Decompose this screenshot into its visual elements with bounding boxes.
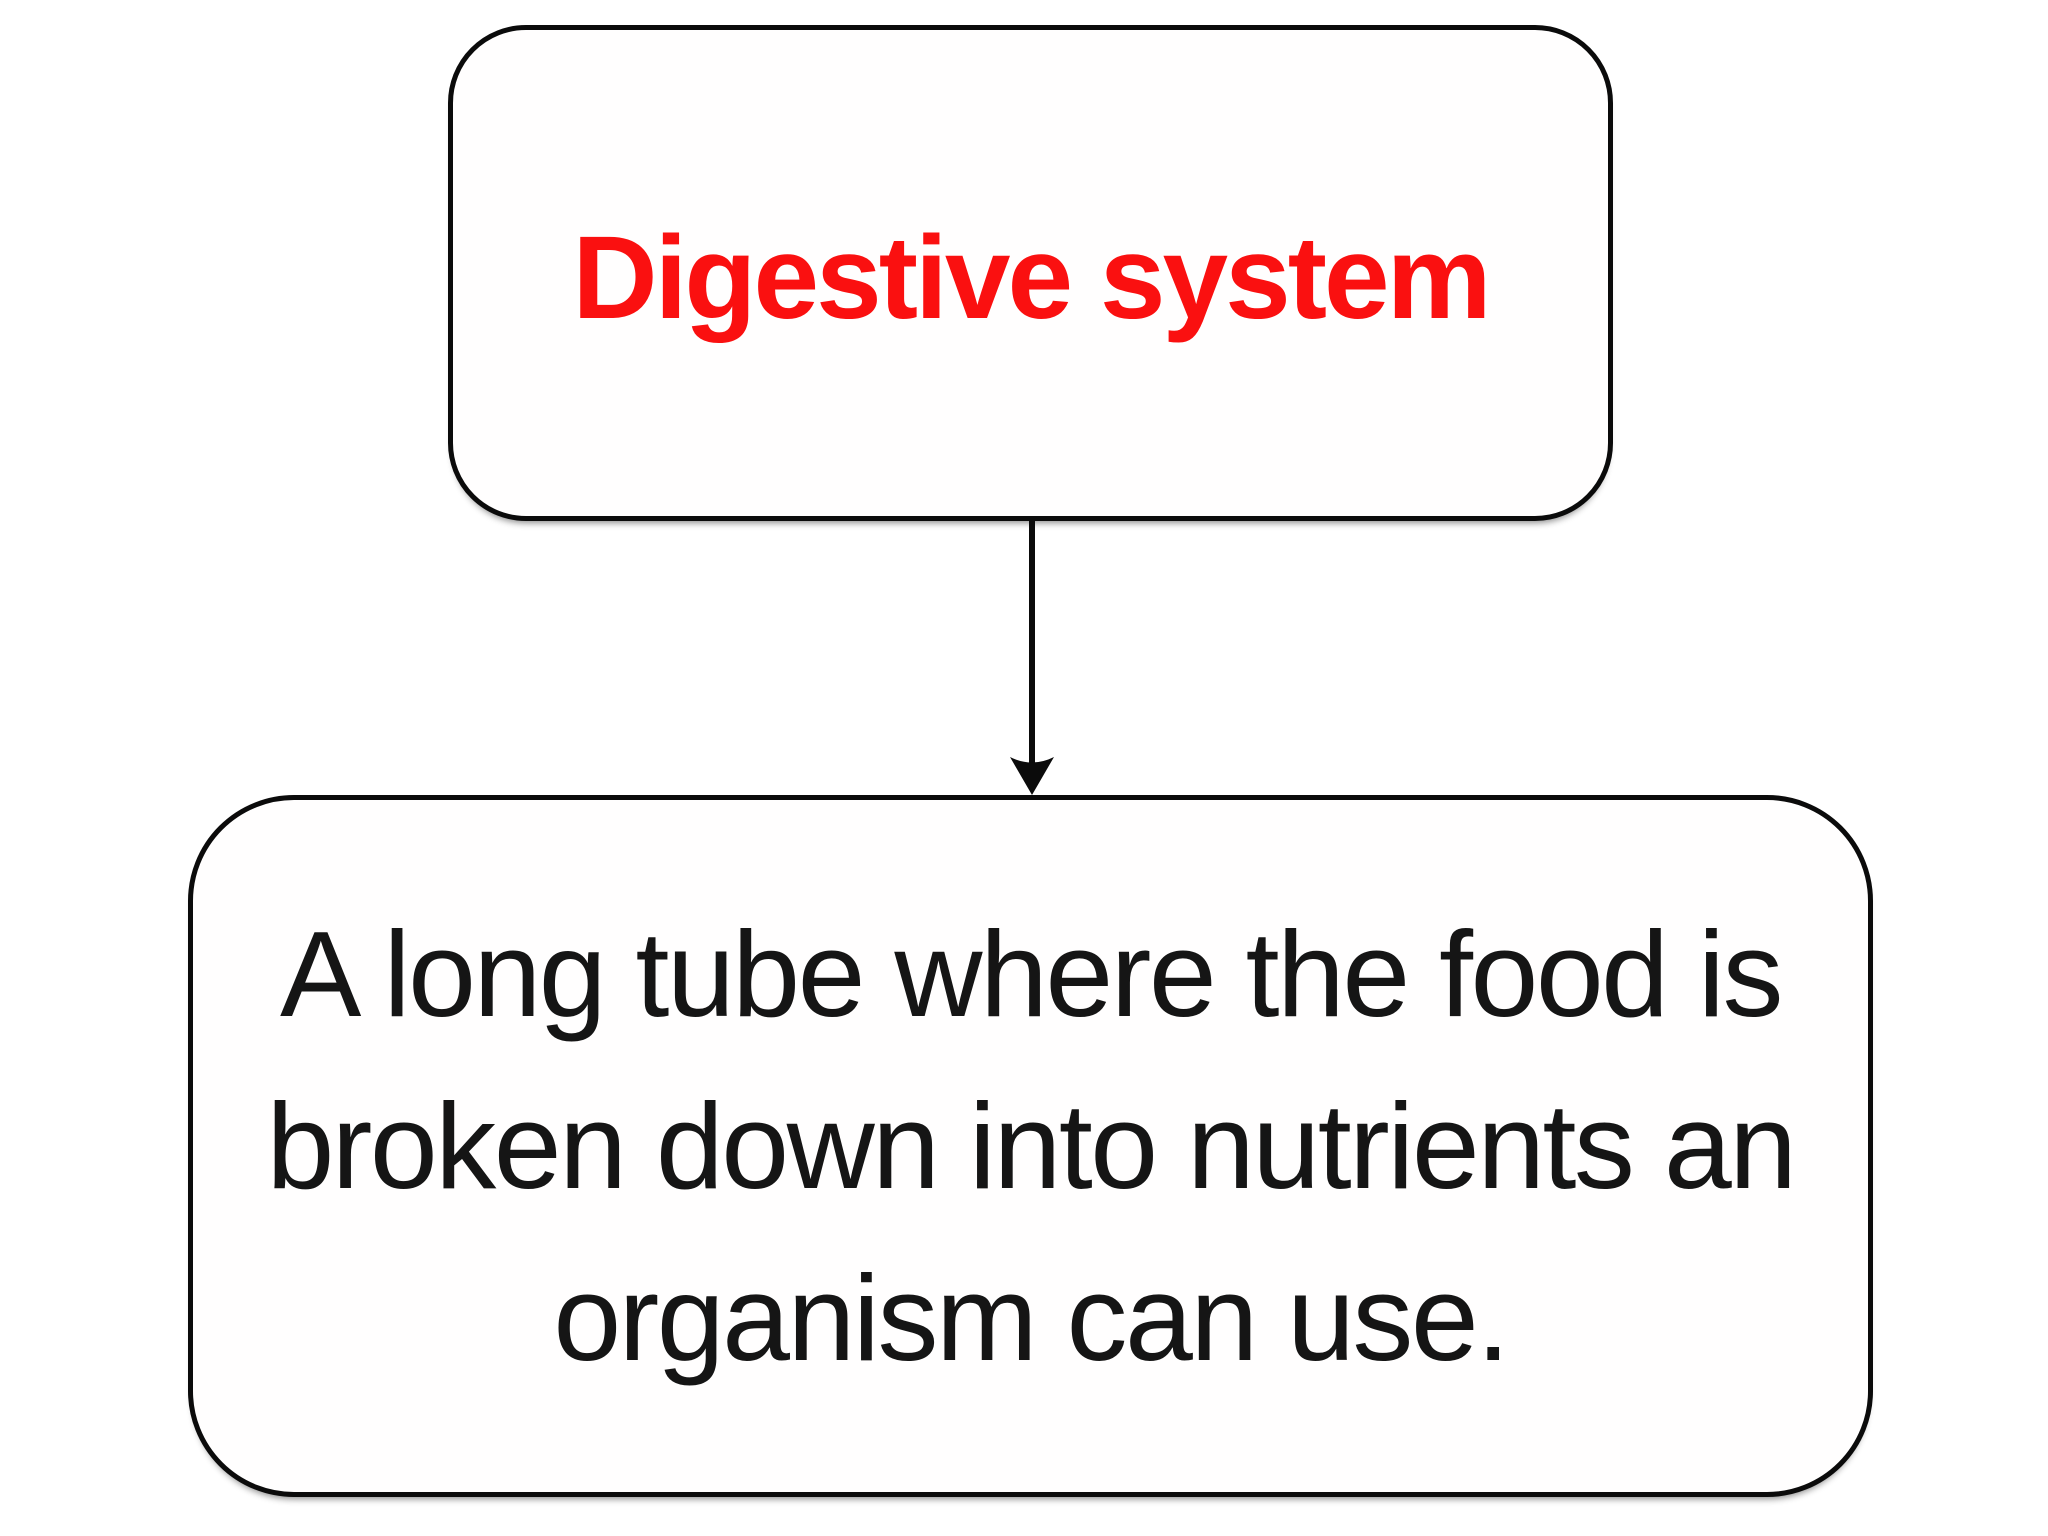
definition-text: A long tube where the food is broken dow… [193,888,1868,1404]
diagram-title: Digestive system [572,212,1491,344]
definition-line-1: A long tube where the food is [279,906,1784,1042]
down-arrow-icon [1010,519,1054,795]
definition-line-2: broken down into nutrients an [266,1078,1797,1214]
title-box: Digestive system [448,25,1613,521]
definition-line-3: organism can use. [553,1250,1510,1386]
definition-box: A long tube where the food is broken dow… [188,795,1873,1497]
